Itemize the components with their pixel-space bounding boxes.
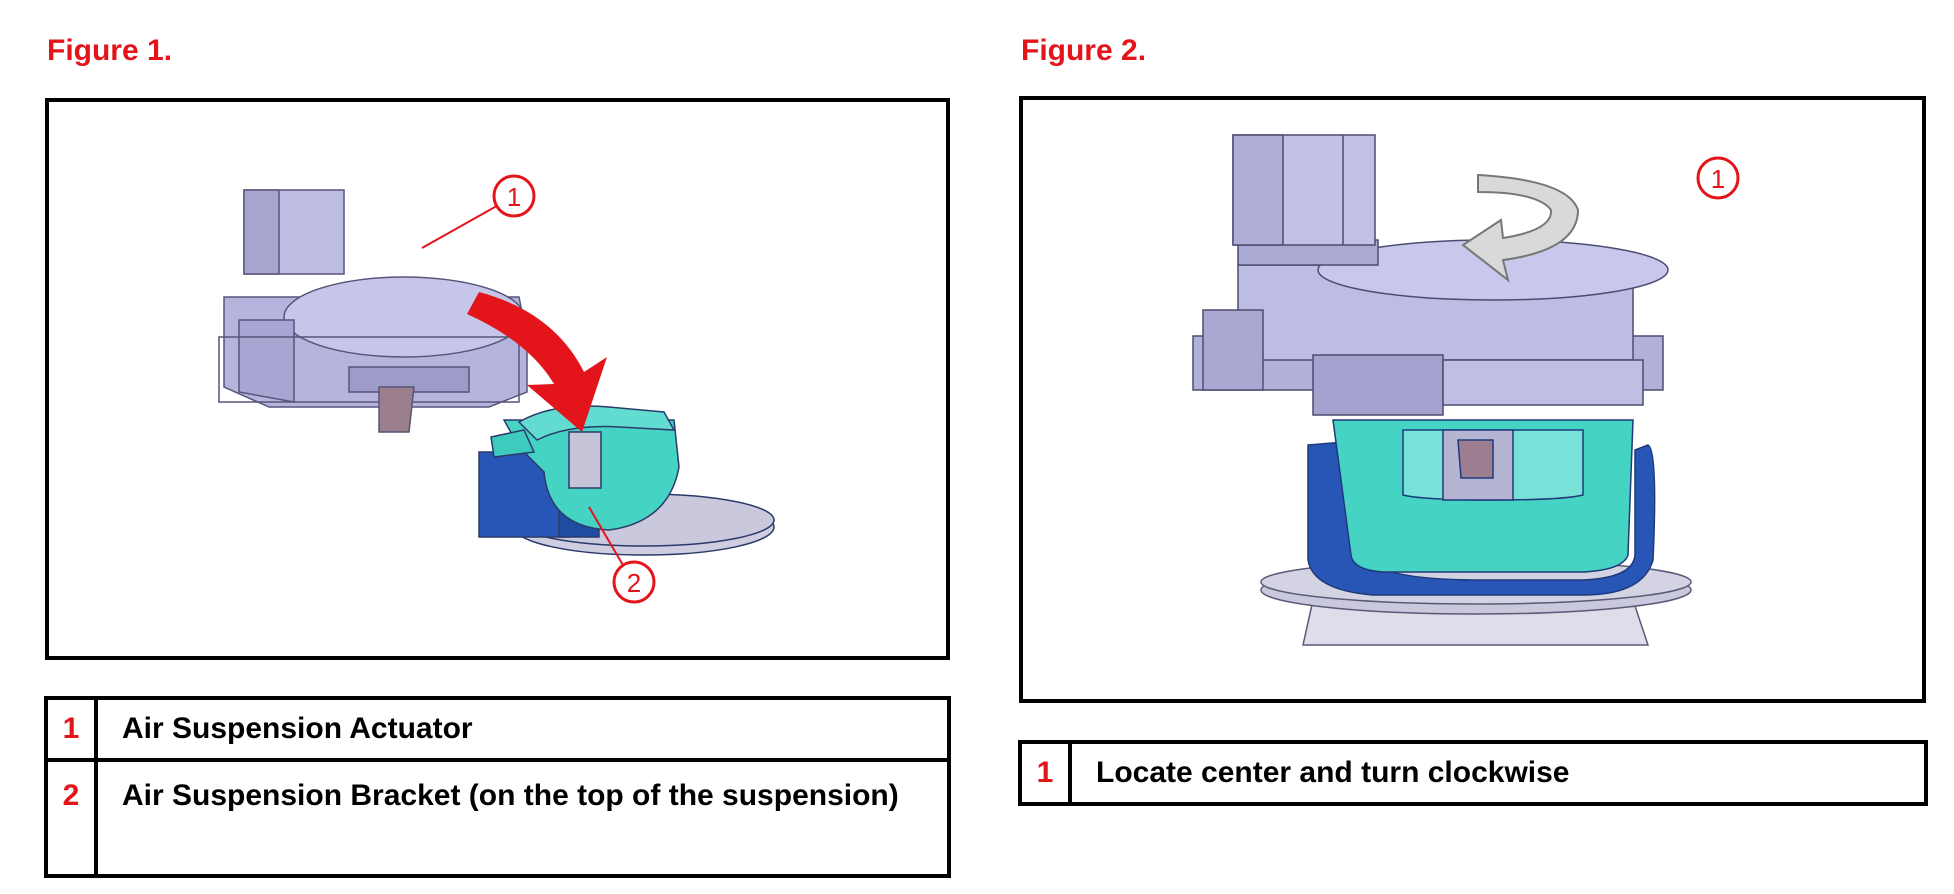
red-arrow-icon — [467, 292, 607, 432]
figure-1-illustration: 1 2 — [45, 98, 950, 660]
bracket-drawing — [1307, 419, 1656, 596]
figure-2-title: Figure 2. — [1021, 34, 1147, 67]
legend-number: 2 — [44, 758, 98, 878]
legend-row: 2 Air Suspension Bracket (on the top of … — [44, 758, 951, 878]
actuator-drawing — [1192, 134, 1669, 416]
figure-1-drawing: 1 2 — [218, 174, 775, 604]
clockwise-arrow-icon — [1461, 173, 1580, 283]
callout-2-figure-1: 2 — [588, 506, 656, 604]
legend-text: Air Suspension Bracket (on the top of th… — [94, 758, 951, 878]
callout-1-figure-1: 1 — [421, 174, 536, 249]
legend-number: 1 — [44, 696, 98, 762]
callout-1-figure-2: 1 — [1696, 156, 1740, 200]
figure-1-title: Figure 1. — [47, 34, 173, 67]
legend-text: Locate center and turn clockwise — [1068, 740, 1928, 806]
legend-number: 1 — [1018, 740, 1072, 806]
legend-row: 1 Locate center and turn clockwise — [1018, 740, 1928, 806]
figure-2-illustration: 1 — [1019, 96, 1926, 703]
air-suspension-bracket-drawing — [478, 405, 775, 556]
legend-text: Air Suspension Actuator — [94, 696, 951, 762]
legend-row: 1 Air Suspension Actuator — [44, 696, 951, 762]
figure-1-legend-table: 1 Air Suspension Actuator 2 Air Suspensi… — [44, 696, 951, 878]
air-suspension-actuator-drawing — [218, 189, 528, 433]
callout-1-label: 1 — [1711, 164, 1725, 194]
callout-2-label: 2 — [627, 568, 641, 598]
figure-2-drawing: 1 — [1192, 134, 1740, 646]
figure-2-legend-table: 1 Locate center and turn clockwise — [1018, 740, 1928, 806]
callout-1-label: 1 — [507, 182, 521, 212]
